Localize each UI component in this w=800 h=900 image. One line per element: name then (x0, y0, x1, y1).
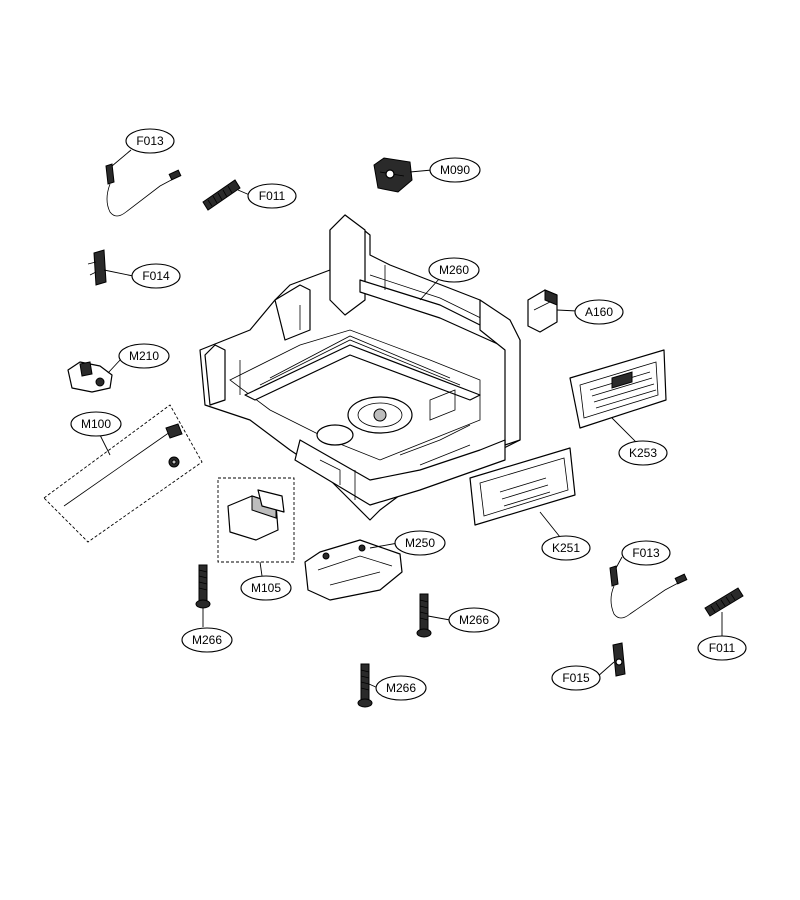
callout-f015-text: F015 (562, 671, 590, 685)
callout-m266-left: M266 (181, 627, 233, 653)
base-frame-part (199, 214, 521, 521)
m210-part (67, 361, 113, 393)
k251-part (469, 447, 576, 526)
callout-f011-bottom-text: F011 (709, 641, 736, 655)
f011-bottom-part (704, 587, 744, 617)
callout-m266-mid-text: M266 (459, 613, 489, 627)
callout-m250: M250 (394, 530, 446, 556)
callout-m100: M100 (70, 411, 122, 437)
callout-m266-bottom-text: M266 (386, 681, 416, 695)
callout-f011-bottom: F011 (697, 635, 747, 661)
callout-k251: K251 (541, 535, 591, 561)
f014-part (87, 249, 107, 286)
callout-f014-text: F014 (142, 269, 170, 283)
leader-lines (99, 149, 723, 689)
m250-part (304, 539, 403, 601)
m266-left-part (195, 564, 211, 609)
m100-part (43, 404, 203, 543)
callout-m266-bottom: M266 (375, 675, 427, 701)
f015-part (612, 642, 626, 677)
k253-part (569, 349, 667, 429)
callout-m210: M210 (118, 343, 170, 369)
callout-f014: F014 (131, 263, 181, 289)
callout-m100-text: M100 (81, 417, 111, 431)
callout-f011-top-text: F011 (259, 189, 286, 203)
callout-k251-text: K251 (552, 541, 580, 555)
callout-k253-text: K253 (629, 446, 657, 460)
callout-f011-top: F011 (247, 183, 297, 209)
callout-f013-bottom-text: F013 (632, 546, 660, 560)
a160-part (527, 289, 558, 333)
callout-m090-text: M090 (440, 163, 470, 177)
m090-part (373, 157, 413, 193)
f011-top-part (202, 179, 241, 211)
callout-f013-top: F013 (125, 128, 175, 154)
callout-m260: M260 (428, 257, 480, 283)
callout-m250-text: M250 (405, 536, 435, 550)
f013-bottom-part (609, 565, 688, 619)
callout-k253: K253 (618, 440, 668, 466)
callout-a160: A160 (574, 299, 624, 325)
callout-m105-text: M105 (251, 581, 281, 595)
callout-f015: F015 (551, 665, 601, 691)
m266-bottom-part (357, 663, 373, 708)
callout-m266-mid: M266 (448, 607, 500, 633)
callout-m260-text: M260 (439, 263, 469, 277)
f013-top-part (105, 163, 182, 217)
callout-f013-bottom: F013 (621, 540, 671, 566)
callout-m105: M105 (240, 575, 292, 601)
callout-m090: M090 (429, 157, 481, 183)
callout-f013-top-text: F013 (136, 134, 164, 148)
callout-m266-left-text: M266 (192, 633, 222, 647)
m105-part (217, 477, 295, 563)
m266-mid-part (416, 593, 432, 638)
callout-m210-text: M210 (129, 349, 159, 363)
callout-a160-text: A160 (585, 305, 613, 319)
